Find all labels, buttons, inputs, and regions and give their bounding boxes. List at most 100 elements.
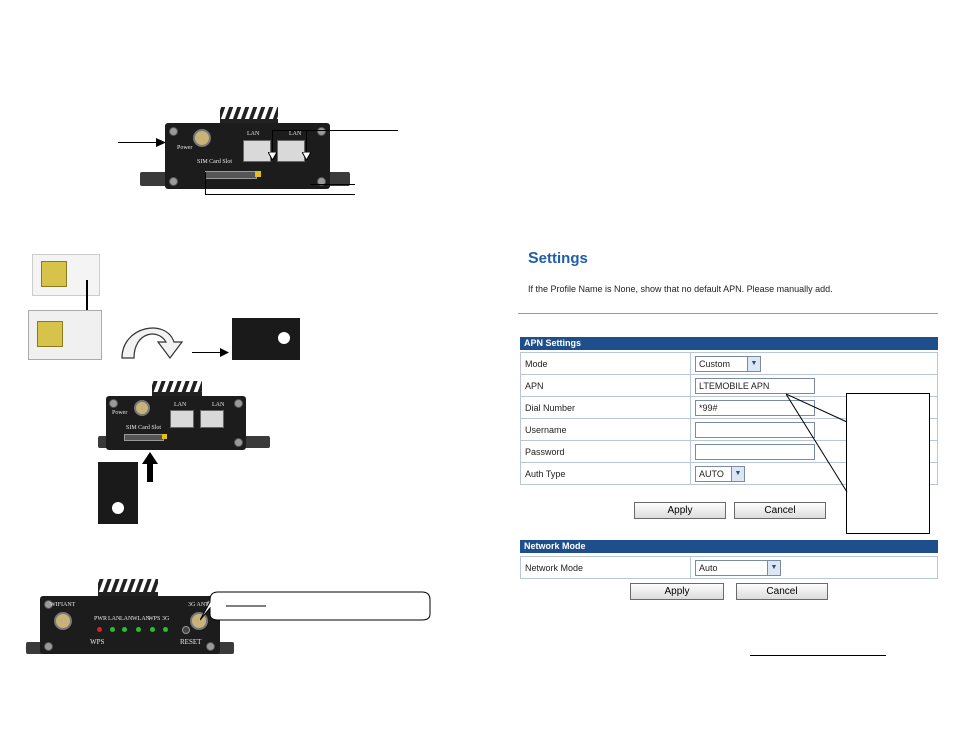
apn-input[interactable]: LTEMOBILE APN xyxy=(695,377,815,394)
mode-cell: Custom ▼ xyxy=(690,352,938,375)
apn-input-value: LTEMOBILE APN xyxy=(699,380,770,391)
device-body: Power LAN LAN SIM Card Slot xyxy=(106,396,246,450)
sim-slot-marker xyxy=(162,434,167,439)
screw xyxy=(206,642,215,651)
pointer-line-sim-h xyxy=(205,194,355,195)
device-middle-figure: Power LAN LAN SIM Card Slot xyxy=(98,380,270,452)
lan1-label: LAN xyxy=(247,131,260,137)
mode-select[interactable]: Custom ▼ xyxy=(695,355,761,372)
sim-card-image xyxy=(32,254,100,296)
led-pwr xyxy=(97,627,102,632)
sim-chip-icon xyxy=(37,321,63,347)
screw xyxy=(44,642,53,651)
rotate-arrow-icon xyxy=(121,327,184,359)
auth-type-label: Auth Type xyxy=(520,462,691,485)
arrow-down-icon xyxy=(268,152,277,160)
network-mode-header: Network Mode xyxy=(520,540,938,553)
lan-port-2 xyxy=(200,410,224,428)
tray-hole xyxy=(278,332,290,344)
led-wlan xyxy=(136,627,141,632)
led-lan2 xyxy=(122,627,127,632)
lan-port-2 xyxy=(277,140,305,162)
password-input[interactable] xyxy=(695,443,815,460)
device-bottom-figure: WIFIANT 3G ANT PWR LAN LAN WLAN WPS 3G W… xyxy=(26,578,234,658)
screw xyxy=(109,399,118,408)
power-label: Power xyxy=(112,410,128,416)
apn-callout-box xyxy=(846,393,930,534)
sim-tray-image xyxy=(98,462,138,524)
led-label: 3G xyxy=(162,616,170,622)
apn-cancel-button[interactable]: Cancel xyxy=(734,502,826,519)
username-label: Username xyxy=(520,418,691,441)
screw xyxy=(169,127,178,136)
arrow-up-icon xyxy=(142,452,158,482)
device-body: WIFIANT 3G ANT PWR LAN LAN WLAN WPS 3G W… xyxy=(40,596,220,654)
wifi-ant-label: WIFIANT xyxy=(50,602,76,608)
sim-slot-marker xyxy=(255,171,261,177)
pointer-line-sim-right xyxy=(310,184,355,185)
network-mode-cell: Auto ▼ xyxy=(690,556,938,579)
tray-hole xyxy=(112,502,124,514)
pointer-line-sim-v xyxy=(205,172,206,194)
network-mode-value: Auto xyxy=(699,562,718,573)
settings-title-first: S xyxy=(528,250,539,267)
sim-chip-icon xyxy=(41,261,67,287)
chevron-down-icon: ▼ xyxy=(731,466,744,481)
chevron-down-icon: ▼ xyxy=(767,560,780,575)
screw xyxy=(317,127,326,136)
network-apply-button[interactable]: Apply xyxy=(630,583,724,600)
sim-slot xyxy=(124,434,164,441)
apn-settings-header: APN Settings xyxy=(520,337,938,350)
settings-title-rest: ettings xyxy=(538,250,588,267)
footer-underline xyxy=(750,655,886,656)
sim-slot xyxy=(205,171,257,179)
pointer-line-lan-v1 xyxy=(272,130,273,156)
sim-slot-label: SIM Card Slot xyxy=(126,425,162,431)
network-cancel-button[interactable]: Cancel xyxy=(736,583,828,600)
led-label: WPS xyxy=(148,616,161,622)
led-label: LAN xyxy=(120,616,133,622)
sim-tray-image xyxy=(232,318,300,360)
screw xyxy=(234,399,243,408)
table-row: Network Mode Auto ▼ xyxy=(520,556,938,579)
lan2-label: LAN xyxy=(212,402,225,408)
reset-hole xyxy=(182,626,190,634)
lan-port-1 xyxy=(243,140,271,162)
apn-label: APN xyxy=(520,374,691,397)
reset-label: RESET xyxy=(180,638,202,646)
lan2-label: LAN xyxy=(289,131,302,137)
screw xyxy=(169,177,178,186)
arrow-right-icon xyxy=(156,138,166,147)
power-connector-icon xyxy=(193,129,211,147)
screw xyxy=(44,600,53,609)
g3-ant-label: 3G ANT xyxy=(188,602,209,608)
pointer-line-lan xyxy=(325,130,398,131)
dial-number-label: Dial Number xyxy=(520,396,691,419)
arrow-right-icon xyxy=(220,348,229,357)
auth-type-select[interactable]: AUTO ▼ xyxy=(695,465,745,482)
network-mode-table: Network Mode Auto ▼ xyxy=(520,556,938,579)
insert-arrow-line xyxy=(86,280,88,324)
pointer-line-lan-v2 xyxy=(306,130,307,156)
led-label: WLAN xyxy=(132,616,150,622)
led-label: PWR xyxy=(94,616,108,622)
led-label: LAN xyxy=(108,616,121,622)
apn-apply-button[interactable]: Apply xyxy=(634,502,726,519)
antenna-connector-icon xyxy=(54,612,72,630)
power-label: Power xyxy=(177,145,193,151)
pointer-line-lan-h xyxy=(272,130,325,131)
dial-number-input[interactable]: *99# xyxy=(695,399,815,416)
divider xyxy=(518,313,938,314)
heatsink-icon xyxy=(220,107,278,125)
username-input[interactable] xyxy=(695,421,815,438)
table-row: Mode Custom ▼ xyxy=(520,352,938,375)
led-3g xyxy=(163,627,168,632)
settings-note: If the Profile Name is None, show that n… xyxy=(528,284,833,294)
settings-title: Settings xyxy=(528,250,588,268)
apn-callout-pointer xyxy=(786,393,848,493)
lan-port-1 xyxy=(170,410,194,428)
wps-label: WPS xyxy=(90,638,105,646)
device-body: Power LAN LAN SIM Card Slot xyxy=(165,123,330,189)
network-mode-select[interactable]: Auto ▼ xyxy=(695,559,781,576)
heatsink-icon xyxy=(98,579,158,598)
